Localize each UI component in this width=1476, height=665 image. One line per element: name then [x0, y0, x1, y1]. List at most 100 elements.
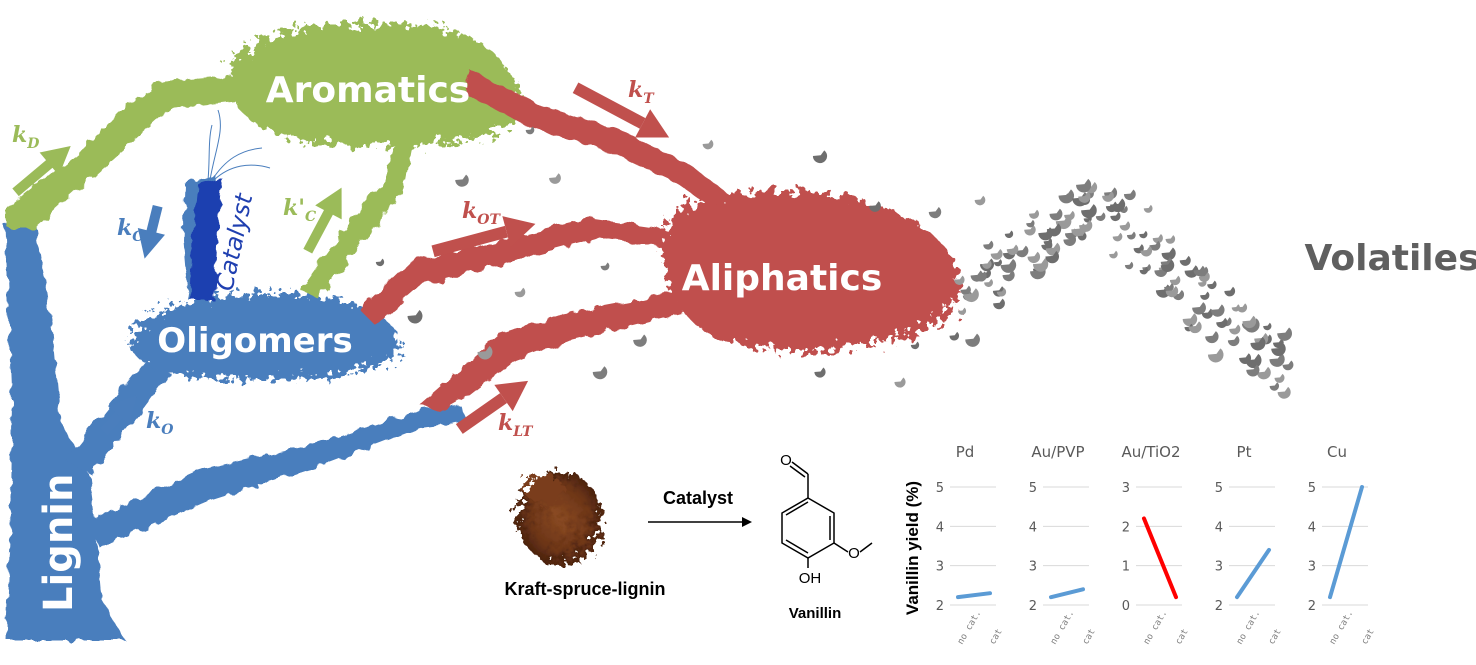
volatile-droplet — [1143, 204, 1153, 213]
arrow-kC-prime — [303, 187, 342, 254]
series-line — [956, 591, 992, 600]
volatile-droplet — [1165, 235, 1176, 244]
volatile-droplet — [1015, 245, 1029, 258]
category-label: no cat. — [1235, 609, 1263, 647]
volatile-droplet — [958, 307, 967, 315]
volatile-droplet — [993, 298, 1005, 310]
vanillin-structure — [781, 461, 873, 568]
volatile-droplet — [960, 285, 971, 296]
volatile-droplet — [1160, 259, 1175, 272]
series-line — [1049, 587, 1085, 600]
volatile-droplet — [1006, 244, 1019, 256]
volatile-droplet — [1198, 279, 1207, 287]
volatile-droplet — [1242, 315, 1257, 329]
volatile-droplet — [1200, 291, 1210, 300]
category-label: no cat. — [1049, 609, 1077, 647]
category-label: cat — [1360, 627, 1377, 646]
volatile-droplet — [1081, 204, 1097, 219]
volatile-droplet — [1256, 366, 1271, 380]
rate-kD: kD — [12, 122, 40, 152]
category-label: cat — [1081, 627, 1098, 646]
volatile-droplet — [982, 260, 992, 269]
node-oligomers: Oligomers — [157, 321, 352, 361]
volatile-droplet — [1123, 189, 1136, 201]
reactant-label: Kraft-spruce-lignin — [504, 579, 665, 599]
volatile-droplet — [1188, 321, 1202, 334]
volatile-droplet — [990, 249, 1003, 260]
volatile-droplet — [1229, 324, 1241, 335]
lignin-powder — [518, 472, 602, 564]
vanillin-atom-OH: OH — [799, 570, 822, 587]
volatile-droplet — [1172, 289, 1185, 301]
volatile-droplet — [1149, 240, 1161, 251]
volatile-droplet — [1119, 221, 1131, 231]
volatile-droplet — [1077, 232, 1087, 241]
volatile-droplet — [1064, 210, 1075, 221]
volatile-droplet — [965, 333, 980, 347]
arrow-kT — [572, 82, 670, 138]
volatile-droplets — [375, 126, 1294, 399]
series-line — [1235, 547, 1271, 600]
tick-label: 0 — [1122, 599, 1130, 614]
tick-label: 5 — [936, 481, 944, 496]
volatile-droplet — [869, 201, 881, 212]
volatile-droplet — [1245, 353, 1262, 369]
volatile-droplet — [1063, 234, 1077, 247]
volatile-droplet — [1216, 317, 1228, 328]
volatile-droplet — [910, 341, 920, 350]
volatile-droplet — [1269, 382, 1280, 391]
volatile-droplet — [1169, 275, 1181, 286]
volatile-droplet — [1263, 322, 1272, 331]
tick-label: 5 — [1029, 481, 1037, 496]
category-label: cat — [988, 627, 1005, 646]
volatile-droplet — [984, 278, 993, 287]
volatile-droplet — [1004, 230, 1014, 239]
node-lignin: Lignin — [36, 474, 82, 613]
category-label: no cat. — [1328, 609, 1356, 647]
series-line — [1142, 516, 1178, 600]
volatile-droplet — [1207, 348, 1224, 363]
volatile-droplet — [1028, 209, 1040, 219]
volatile-droplet — [1192, 302, 1206, 315]
rate-arrows — [12, 82, 670, 516]
panel-title-aupvp: Au/PVP — [1031, 443, 1084, 461]
volatile-droplet — [993, 259, 1002, 267]
category-label: no cat. — [956, 609, 984, 647]
aliphatics-blob — [660, 190, 961, 350]
volatile-droplet — [983, 240, 994, 250]
volatile-droplet — [996, 288, 1007, 297]
arrow-kO — [100, 394, 138, 436]
volatile-droplet — [549, 173, 561, 184]
arrow-kC — [137, 204, 165, 259]
volatile-droplet — [1227, 335, 1240, 347]
tick-label: 2 — [936, 599, 944, 614]
volatile-droplet — [814, 367, 826, 378]
volatile-droplet — [894, 377, 906, 388]
volatile-droplet — [1277, 386, 1291, 399]
volatile-droplet — [975, 271, 987, 282]
volatile-droplet — [1198, 272, 1210, 283]
volatile-droplet — [592, 366, 608, 380]
tick-label: 2 — [1308, 599, 1316, 614]
tick-label: 4 — [936, 520, 944, 535]
volatile-droplet — [1271, 342, 1286, 357]
volatile-droplet — [1269, 353, 1285, 367]
tick-label: 2 — [1029, 599, 1037, 614]
volatile-droplet — [954, 275, 965, 285]
volatile-droplet — [949, 331, 960, 341]
tick-label: 2 — [1215, 599, 1223, 614]
volatile-droplet — [1078, 191, 1091, 203]
volatile-droplet — [1207, 280, 1217, 290]
oligomers-blob — [130, 293, 400, 380]
volatile-droplet — [1184, 265, 1199, 278]
rate-kO: kO — [146, 408, 174, 438]
volatile-droplet — [1119, 205, 1128, 214]
tick-label: 3 — [1308, 560, 1316, 575]
volatile-droplet — [1205, 331, 1219, 344]
arrow-kOT — [431, 216, 536, 258]
volatile-droplet — [1124, 261, 1134, 270]
node-volatiles: Volatiles — [1305, 238, 1476, 279]
tick-label: 4 — [1308, 520, 1316, 535]
volatile-droplet — [974, 195, 986, 206]
volatile-droplet — [1110, 211, 1121, 222]
